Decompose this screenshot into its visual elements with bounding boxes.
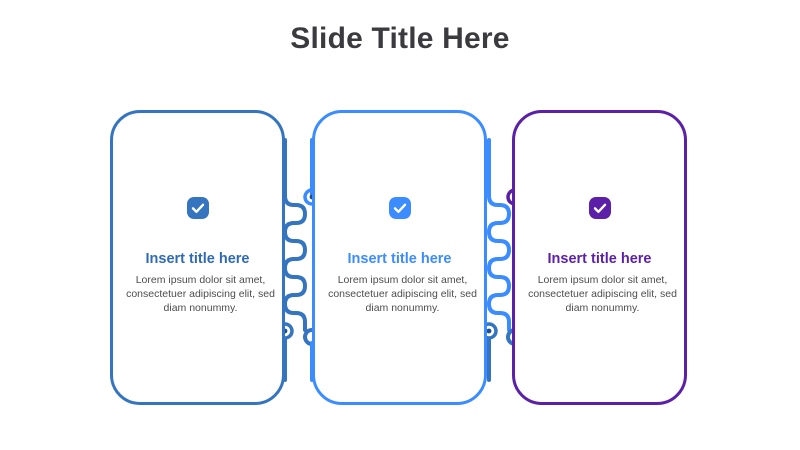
connector-1-trace-primary [283,138,307,332]
check-badge-icon [388,197,411,219]
card-3-title: Insert title here [547,251,652,267]
card-1-title: Insert title here [145,251,250,267]
card-3[interactable]: Insert title here Lorem ipsum dolor sit … [512,110,687,405]
check-badge-icon [186,197,209,219]
card-2-body: Lorem ipsum dolor sit amet, consectetuer… [328,274,477,314]
connector-2-trace-primary [487,138,511,332]
card-1-content: Insert title here Lorem ipsum dolor sit … [113,113,282,402]
card-2[interactable]: Insert title here Lorem ipsum dolor sit … [312,110,487,405]
card-1[interactable]: Insert title here Lorem ipsum dolor sit … [110,110,285,405]
card-2-title: Insert title here [347,251,452,267]
card-2-content: Insert title here Lorem ipsum dolor sit … [315,113,484,402]
card-3-body: Lorem ipsum dolor sit amet, consectetuer… [528,274,677,314]
card-1-body: Lorem ipsum dolor sit amet, consectetuer… [126,274,275,314]
connector-2-via-node-bottom-left-dot [486,328,492,334]
card-3-content: Insert title here Lorem ipsum dolor sit … [515,113,684,402]
page-title: Slide Title Here [290,22,510,55]
check-badge-icon [588,197,611,219]
